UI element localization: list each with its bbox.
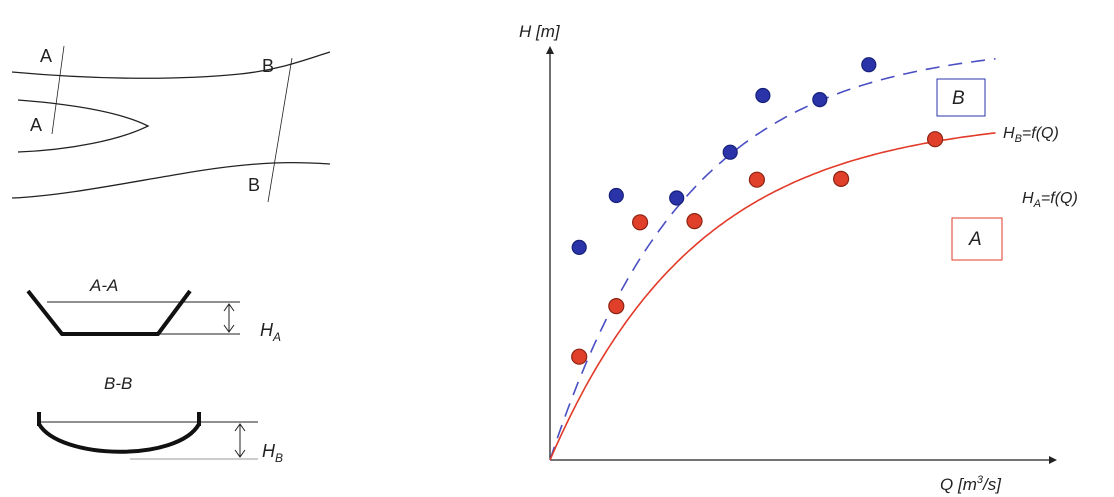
- series-a-legend-box: [951, 217, 1003, 261]
- point-series-a-6: [926, 131, 944, 148]
- fitted-curves: [549, 58, 996, 461]
- river-bank-top: [11, 51, 331, 79]
- river-plan-view: A A B B: [11, 45, 331, 203]
- x-axis-label: Q [m3/s]: [940, 474, 1002, 494]
- rating-curve-chart: H [m] Q [m3/s] B HB=f(Q) A HA=f(Q): [519, 22, 1078, 494]
- curve-series-b: [549, 58, 996, 461]
- cross-section-bb: B-B HB: [37, 374, 283, 465]
- section-b-label-top: B: [262, 56, 274, 76]
- point-series-b-6: [861, 57, 877, 73]
- trapezoid-channel-aa: [26, 289, 192, 336]
- curve-series-a: [549, 132, 996, 461]
- series-b-curve-label: HB=f(Q): [1003, 125, 1059, 145]
- cross-section-aa: A-A HA: [26, 276, 281, 344]
- river-bank-bottom: [11, 161, 331, 199]
- section-b-label-bottom: B: [248, 175, 260, 195]
- point-series-a-5: [832, 170, 850, 187]
- depth-arrow-aa-top: [223, 303, 235, 312]
- section-aa-title: A-A: [89, 276, 118, 295]
- point-series-a-4: [748, 171, 766, 188]
- point-series-b-3: [722, 144, 738, 160]
- section-a-label-bottom: A: [30, 115, 42, 135]
- island-outline: [17, 99, 150, 153]
- point-series-b-1: [608, 187, 624, 204]
- point-series-a-0: [571, 348, 588, 365]
- series-a-legend-label: A: [968, 229, 982, 250]
- section-a-label-top: A: [40, 46, 52, 66]
- point-series-a-2: [631, 214, 649, 231]
- point-series-a-3: [686, 213, 703, 230]
- y-axis-label: H [m]: [519, 22, 561, 41]
- semicircle-channel-bb: [37, 422, 201, 454]
- point-series-b-2: [669, 190, 685, 206]
- series-b-legend-box: [936, 78, 986, 117]
- depth-label-aa: HA: [260, 320, 281, 344]
- section-line-a: [51, 45, 65, 135]
- depth-arrow-aa-bottom: [223, 324, 235, 333]
- series-a-curve-label: HA=f(Q): [1022, 190, 1078, 210]
- section-bb-title: B-B: [104, 374, 132, 393]
- depth-arrow-bb-bottom: [234, 449, 246, 458]
- point-series-b-0: [571, 239, 587, 255]
- section-line-b: [267, 57, 293, 203]
- point-series-b-5: [812, 91, 828, 108]
- depth-arrow-bb-top: [234, 423, 246, 432]
- point-series-a-1: [608, 298, 625, 315]
- depth-label-bb: HB: [262, 441, 283, 465]
- data-points: [571, 57, 944, 365]
- point-series-b-4: [755, 87, 771, 104]
- series-b-legend-label: B: [952, 88, 965, 109]
